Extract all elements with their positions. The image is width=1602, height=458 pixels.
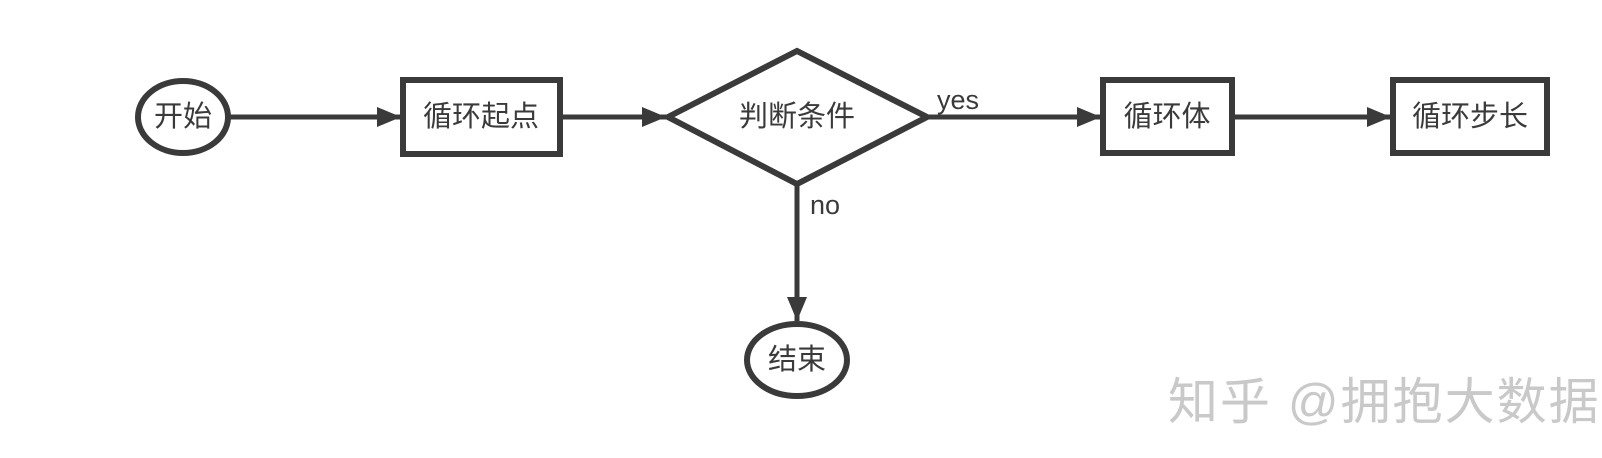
watermark-text: 知乎 @拥抱大数据	[1168, 374, 1601, 430]
node-loop-step-shape	[1390, 77, 1550, 156]
node-loop-body-label: 循环体	[1123, 100, 1210, 133]
edge-label-yes: yes	[937, 85, 979, 115]
node-start-shape	[135, 78, 231, 156]
node-loop-start-shape	[400, 77, 563, 157]
node-loop-start-label: 循环起点	[423, 100, 539, 133]
node-loop-body-shape	[1100, 77, 1235, 156]
node-start-label: 开始	[154, 100, 212, 133]
node-end-shape	[744, 321, 850, 399]
edge-label-no: no	[810, 190, 840, 220]
node-condition-label: 判断条件	[739, 100, 855, 133]
node-condition-shape	[661, 47, 934, 188]
node-loop-step-label: 循环步长	[1412, 100, 1528, 133]
node-end-label: 结束	[768, 343, 826, 376]
